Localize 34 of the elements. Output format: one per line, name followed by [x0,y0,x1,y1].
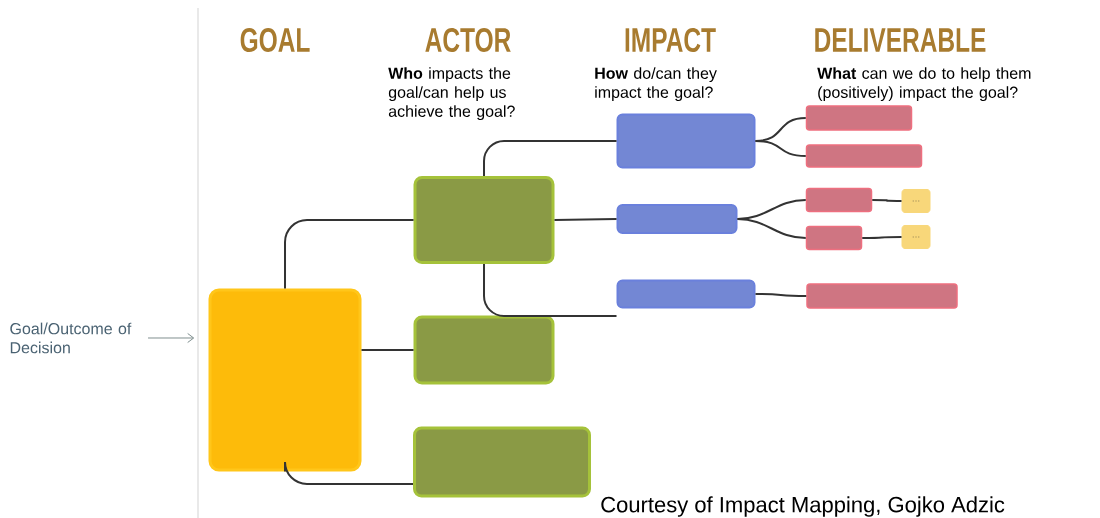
connector [861,236,903,239]
credit-text: Courtesy of Impact Mapping, Gojko Adzic [601,496,1005,517]
actor-box [413,176,555,264]
question-text: Who impacts the goal/can help us achieve the goal? [388,67,515,121]
connector [284,461,414,485]
deliverable-box [805,187,873,213]
goal-label: Goal/Outcome of Decision [10,322,132,354]
deliverable-box [805,225,863,251]
connector [483,263,618,317]
impact-box [616,279,756,309]
goal-box [208,288,362,472]
connector [284,219,415,290]
question-text: What can we do to help them (positively) impact the goal? [817,67,1031,102]
connector [483,140,618,177]
ellipsis-box: ... [901,189,931,213]
arrow [147,333,195,343]
connector [754,140,807,157]
column-heading: ACTOR [425,27,511,53]
ellipsis-box: ... [901,225,931,249]
deliverable-box [805,144,923,168]
column-heading: DELIVERABLE [815,28,986,52]
connector [754,293,808,297]
connector [553,218,618,221]
actor-box [413,426,591,498]
deliverable-box [805,105,913,131]
impact-box [616,113,756,169]
connector [736,218,807,239]
column-heading: IMPACT [625,27,716,53]
actor-box [413,315,555,385]
connector [360,349,415,351]
impact-box [616,204,738,234]
deliverable-box [806,283,958,309]
column-heading: GOAL [240,27,310,53]
connector [871,199,903,202]
